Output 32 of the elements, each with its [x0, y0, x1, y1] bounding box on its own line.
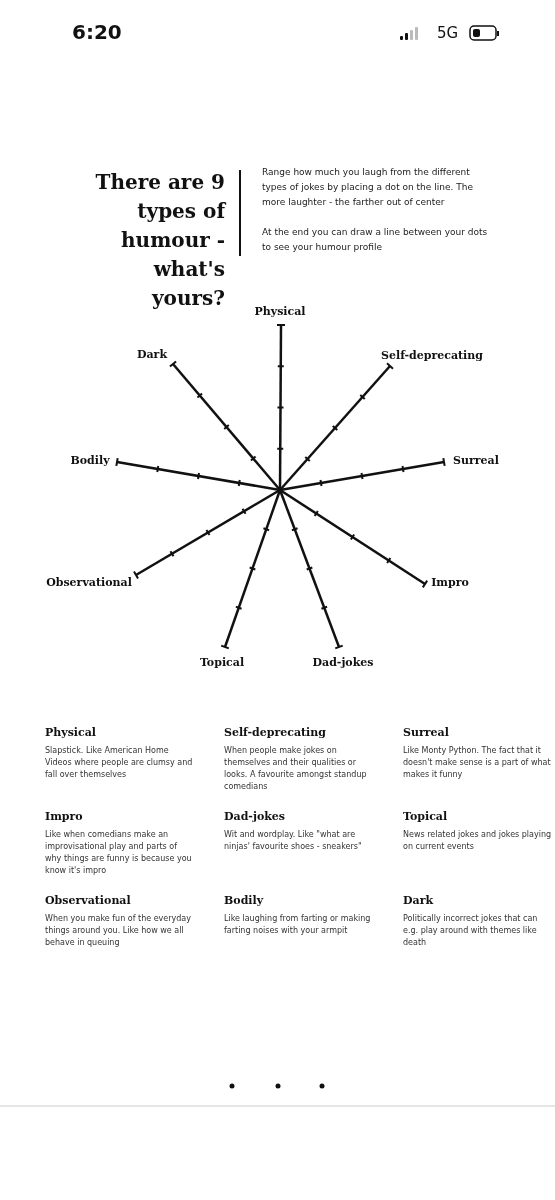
category-description: Wit and wordplay. Like "what are ninjas' favourite shoes - sneakers": [224, 829, 363, 853]
category-description: Politically incorrect jokes that can e.g. play around with themes like death: [403, 913, 539, 949]
intro-paragraph: At the end you can draw a line between your dots to see your humour profile: [262, 226, 489, 254]
category-heading: Surreal: [403, 726, 449, 739]
axis-label: Self-deprecating: [381, 349, 483, 362]
category-description: When people make jokes on themselves and their qualities or looks. A favourite amongst standup comedians: [224, 745, 368, 793]
axis-label: Observational: [46, 576, 132, 589]
category-heading: Dad-jokes: [224, 810, 286, 823]
category-heading: Bodily: [224, 894, 264, 907]
category-heading: Observational: [45, 894, 131, 907]
category-description: News related jokes and jokes playing on current events: [403, 829, 553, 853]
category-heading: Dark: [403, 894, 434, 907]
axis-label: Bodily: [70, 454, 110, 467]
intro-paragraph: Range how much you laugh from the different types of jokes by placing a dot on the line. The more laughter - the farther out of center: [262, 166, 474, 209]
title: There are 9 types of humour - what's yours?: [94, 169, 225, 312]
category-heading: Impro: [45, 810, 83, 823]
category-description: When you make fun of the everyday things around you. Like how we all behave in queuing: [45, 913, 192, 949]
axis-label: Topical: [199, 656, 245, 669]
category-heading: Self-deprecating: [224, 726, 326, 739]
category-heading: Physical: [45, 726, 97, 739]
axis-label: Impro: [431, 576, 469, 589]
category-description: Like laughing from farting or making farting noises with your armpit: [224, 913, 372, 937]
axis-label: Dark: [136, 348, 168, 361]
axis-label: Dad-jokes: [312, 656, 374, 669]
network-label: 5G: [437, 24, 459, 42]
category-description: Slapstick. Like American Home Videos where people are clumsy and fall over themselves: [45, 745, 194, 781]
category-heading: Topical: [403, 810, 448, 823]
clock-time: 6:20: [72, 20, 122, 44]
category-description: Like Monty Python. The fact that it doesn't make sense is a part of what makes it funny: [403, 745, 552, 781]
axis-label: Surreal: [453, 454, 499, 467]
axis-label: Physical: [254, 305, 306, 318]
category-description: Like when comedians make an improvisational play and parts of why things are funny is because you know it's impro: [45, 829, 193, 877]
